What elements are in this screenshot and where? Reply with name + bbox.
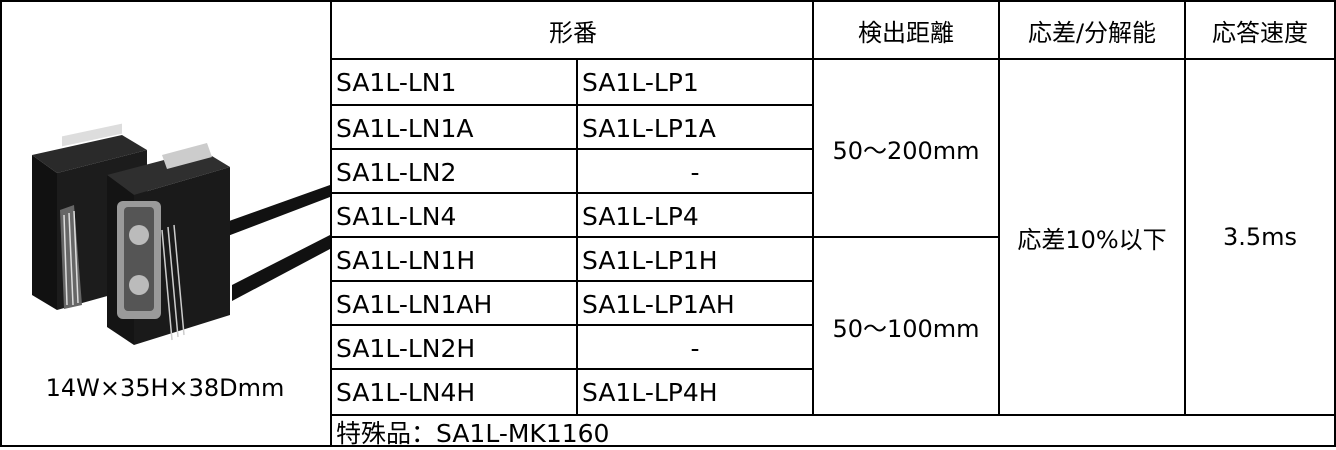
header-distance: 検出距離 [858,18,954,47]
model-npn: SA1L-LN4 [336,201,457,231]
header-response: 応答速度 [1212,18,1308,47]
model-pnp: SA1L-LP4H [582,377,718,407]
model-pnp: SA1L-LP1 [582,67,699,97]
sensor-right-icon [107,143,230,345]
special-product: 特殊品：SA1L-MK1160 [336,418,610,448]
product-dimensions: 14W×35H×38Dmm [45,374,285,402]
model-pnp: - [690,333,700,363]
model-npn: SA1L-LN1 [336,67,457,97]
model-pnp: SA1L-LP4 [582,201,699,231]
hysteresis-value: 応差10%以下 [1017,225,1167,254]
header-hysteresis: 応差/分解能 [1027,18,1157,47]
model-npn: SA1L-LN1H [336,245,476,275]
model-npn: SA1L-LN1A [336,113,474,143]
model-pnp: SA1L-LP1AH [582,289,735,319]
model-npn: SA1L-LN4H [336,377,476,407]
model-pnp: - [690,157,700,187]
product-photo [32,123,330,345]
distance-range: 50～100mm [832,314,980,343]
response-value: 3.5ms [1222,223,1298,251]
model-pnp: SA1L-LP1H [582,245,718,275]
model-npn: SA1L-LN2H [336,333,476,363]
model-pnp: SA1L-LP1A [582,113,716,143]
model-npn: SA1L-LN1AH [336,289,493,319]
header-model: 形番 [549,18,597,47]
distance-range: 50～200mm [832,136,980,165]
model-npn: SA1L-LN2 [336,157,457,187]
